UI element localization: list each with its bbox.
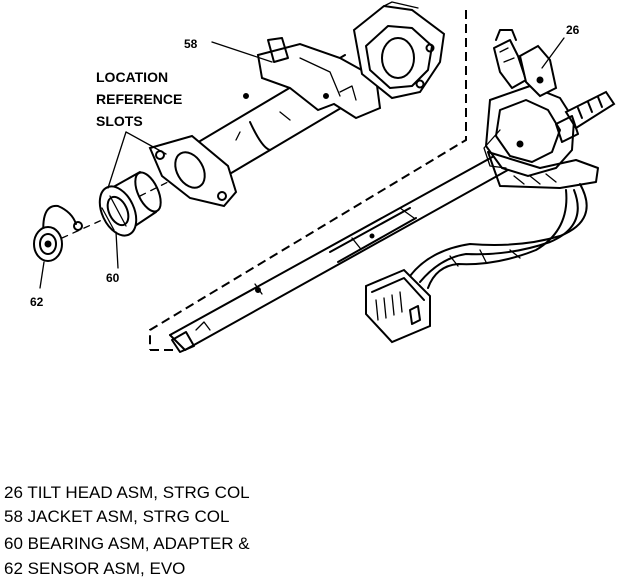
tilt-head-assembly (483, 29, 616, 189)
legend-line-58: 58 JACKET ASM, STRG COL (4, 507, 229, 526)
legend-line-60: 60 BEARING ASM, ADAPTER & (4, 534, 250, 553)
callout-26: 26 (566, 23, 580, 37)
parts-legend: 26 TILT HEAD ASM, STRG COL 58 JACKET ASM… (4, 483, 250, 578)
wiring-harness (365, 183, 588, 344)
legend-line-62: 62 SENSOR ASM, EVO (4, 559, 185, 578)
location-reference-slots-label: LOCATION REFERENCE SLOTS (96, 69, 182, 129)
annotation-line-3: SLOTS (96, 113, 143, 129)
sensor-assembly (33, 204, 83, 262)
callout-60: 60 (106, 271, 120, 285)
assembly-boundary (149, 10, 467, 351)
bearing-assembly (98, 171, 162, 237)
jacket-assembly (148, 1, 446, 208)
callout-58: 58 (184, 37, 198, 51)
legend-line-26: 26 TILT HEAD ASM, STRG COL (4, 483, 250, 502)
annotation-line-2: REFERENCE (96, 91, 182, 107)
center-lines (61, 181, 169, 239)
steering-shaft (169, 149, 516, 353)
annotation-line-1: LOCATION (96, 69, 168, 85)
leader-lines (39, 37, 565, 289)
callout-62: 62 (30, 295, 44, 309)
